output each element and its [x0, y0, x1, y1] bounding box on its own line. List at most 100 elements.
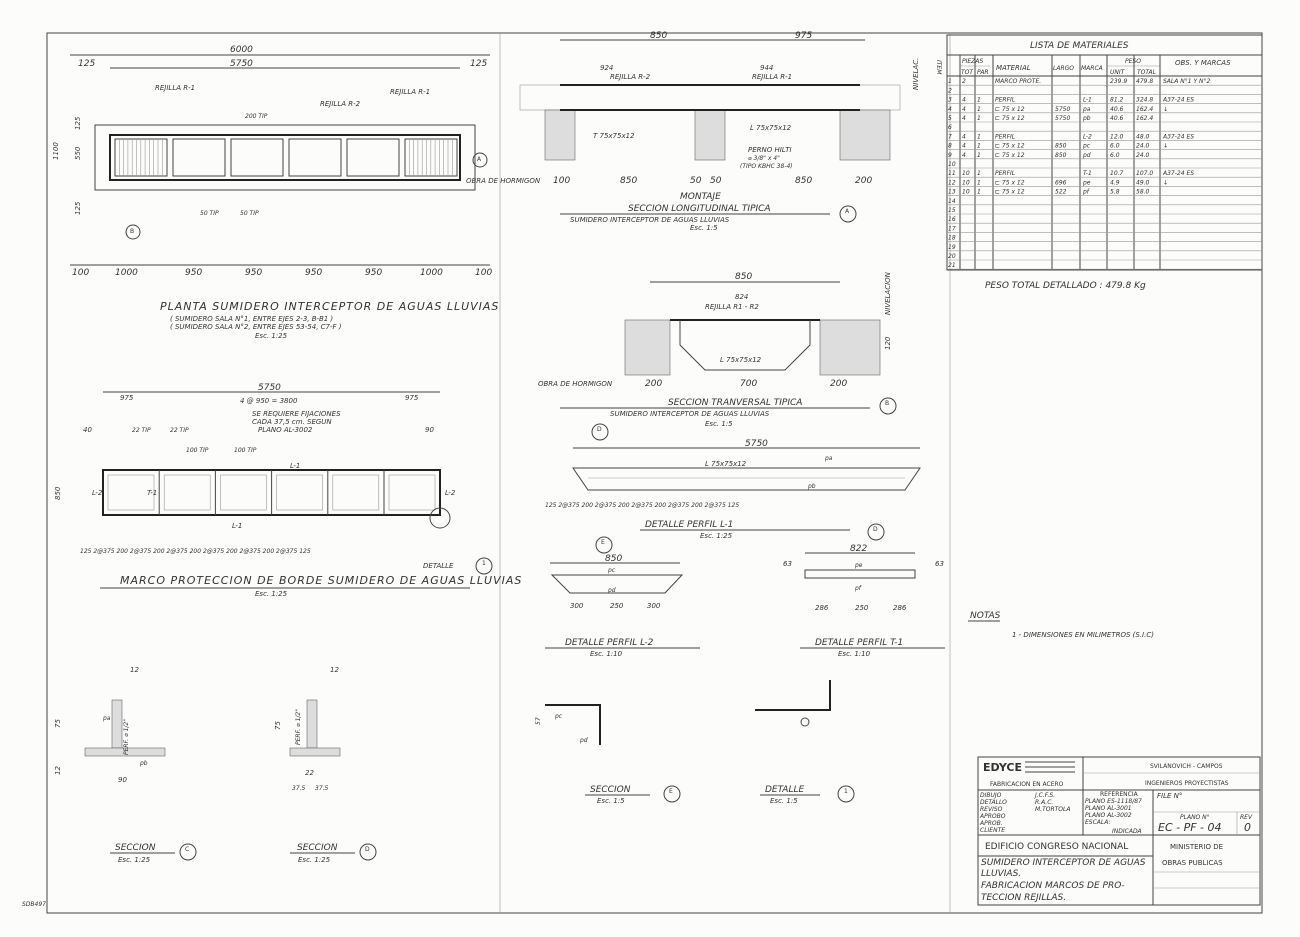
materials-cell: L-2: [1083, 133, 1092, 140]
montaje-section: 850 975 924 944 REJILLA R-2 REJILLA R-1 …: [466, 31, 920, 232]
dimension-label: 286: [893, 604, 907, 612]
frame-bay: [220, 474, 267, 511]
dimension-label: 975: [795, 31, 812, 41]
materials-cell: 324.8: [1136, 97, 1153, 104]
materials-cell: 6.0: [1110, 152, 1120, 159]
view-scale: Esc. 1:10: [590, 650, 623, 658]
materials-cell: 4: [962, 106, 966, 113]
materials-cell: 8: [948, 143, 952, 150]
materials-cell: 239.9: [1110, 78, 1127, 85]
dimension-label: 850: [605, 554, 622, 564]
materials-row: 2: [948, 87, 952, 94]
materials-cell: pd: [1082, 152, 1091, 159]
materials-cell: 14: [948, 198, 956, 205]
dimension-label: 22: [305, 769, 314, 777]
view-scale: Esc. 1:5: [705, 420, 733, 428]
materials-cell: 1: [977, 179, 981, 186]
firm-name: SVILANOVICH - CAMPOS: [1150, 763, 1223, 770]
materials-cell: 10: [948, 161, 956, 168]
materials-cell: 40.6: [1110, 115, 1124, 122]
materials-cell: 162.4: [1136, 106, 1153, 113]
materials-cell: 479.8: [1136, 78, 1153, 85]
dimension-label: 200 TIP: [245, 113, 268, 120]
dimension-label: 90: [425, 426, 434, 434]
dimension-label: 5750: [258, 383, 281, 393]
tb-role: APROBO: [979, 813, 1006, 820]
dimension-label: 100 TIP: [186, 447, 209, 454]
drawing-description: LLUVIAS.: [981, 869, 1021, 879]
materials-cell: ⊏ 75 x 12: [995, 152, 1025, 159]
materials-cell: A37-24 ES: [1162, 170, 1194, 177]
materials-cell: 24.0: [1136, 143, 1150, 150]
materials-cell: 5.8: [1110, 189, 1120, 196]
dimension-label: 1100: [52, 142, 60, 160]
materials-cell: 4: [962, 143, 966, 150]
dimension-label: 40: [83, 426, 92, 434]
label-level: NIVELACION: [884, 271, 892, 315]
dimension-label: 824: [735, 293, 748, 301]
part-mark: pa: [824, 455, 833, 462]
materials-cell: 4: [962, 152, 966, 159]
dimension-label: 75: [274, 721, 282, 730]
frame-bay: [107, 474, 155, 511]
table-header: ITEM: [935, 60, 942, 75]
dimension-label: 700: [740, 379, 757, 389]
profile-label: L-1: [232, 522, 242, 530]
label-rejilla: REJILLA R-1: [390, 88, 430, 96]
dimension-label: 125: [74, 116, 82, 130]
logo-subtitle: FABRICACION EN ACERO: [990, 781, 1064, 788]
dimension-label: 125 2@375 200 2@375 200 2@375 200 2@375 …: [545, 502, 739, 509]
materials-cell: 49.0: [1136, 179, 1150, 186]
section-mark: E: [601, 539, 605, 546]
materials-cell: 4: [962, 115, 966, 122]
drawing-number: EC - PF - 04: [1158, 821, 1222, 834]
dimension-label: 300: [570, 602, 584, 610]
materials-cell: ↓: [1163, 106, 1168, 113]
detalle-1: DETALLE Esc. 1:5 1: [755, 680, 855, 805]
dimension-label: 5750: [745, 439, 768, 449]
table-header: PESO: [1125, 58, 1141, 65]
dimension-label: 975: [405, 394, 419, 402]
plan-view: 6000 5750 125 125 REJILLA R-1 REJILLA R-…: [52, 45, 498, 340]
dimension-label: 22 TIP: [170, 427, 189, 434]
materials-cell: 17: [948, 225, 956, 232]
dimension-label: 850: [795, 176, 812, 186]
dimension-label: 100: [553, 176, 570, 186]
section-mark: A: [845, 208, 850, 215]
seccion-c: 12 75 12 90 PERF. ⌀ 1/2" pa pb SECCION E…: [54, 666, 197, 864]
dimension-label: 50: [710, 176, 722, 186]
label-angle: L 75x75x12: [720, 356, 762, 364]
client-name: OBRAS PUBLICAS: [1162, 859, 1223, 867]
table-header: TOTAL: [1137, 69, 1156, 76]
detalle-perfil-t1: 822 63 63 pe pf 286 250 286 DETALLE PERF…: [783, 544, 945, 658]
table-header: PIEZAS: [962, 58, 983, 65]
file-label: FILE N°: [1157, 792, 1182, 800]
profile-label: L-2: [445, 489, 456, 497]
revision: 0: [1244, 821, 1251, 834]
materials-row: 19: [948, 244, 956, 251]
section-mark: A: [477, 156, 482, 163]
view-title: DETALLE: [765, 785, 804, 795]
frame-bay: [276, 474, 323, 511]
materials-cell: 81.2: [1110, 97, 1124, 104]
materials-cell: ⊏ 75 x 12: [995, 179, 1025, 186]
view-subtitle: SUMIDERO INTERCEPTOR DE AGUAS LLUVIAS: [610, 410, 770, 418]
materials-cell: 107.0: [1136, 170, 1153, 177]
label-perforation: PERF. ⌀ 1/2": [295, 709, 302, 745]
nota-item: 1 - DIMENSIONES EN MILIMETROS (S.I.C): [1012, 631, 1154, 639]
frame-bay: [388, 474, 436, 511]
dimension-label: 850: [54, 486, 62, 500]
sheet-border: [46, 32, 1263, 914]
label-angle: L 75x75x12: [705, 460, 747, 468]
view-scale: Esc. 1:25: [255, 590, 288, 598]
label-angle: T 75x75x12: [593, 132, 635, 140]
materials-cell: ⊏ 75 x 12: [995, 189, 1025, 196]
materials-cell: 1: [977, 143, 981, 150]
label-bolt: PERNO HILTI: [748, 146, 792, 154]
section-mark: 1: [482, 560, 486, 567]
materials-cell: 850: [1055, 152, 1067, 159]
